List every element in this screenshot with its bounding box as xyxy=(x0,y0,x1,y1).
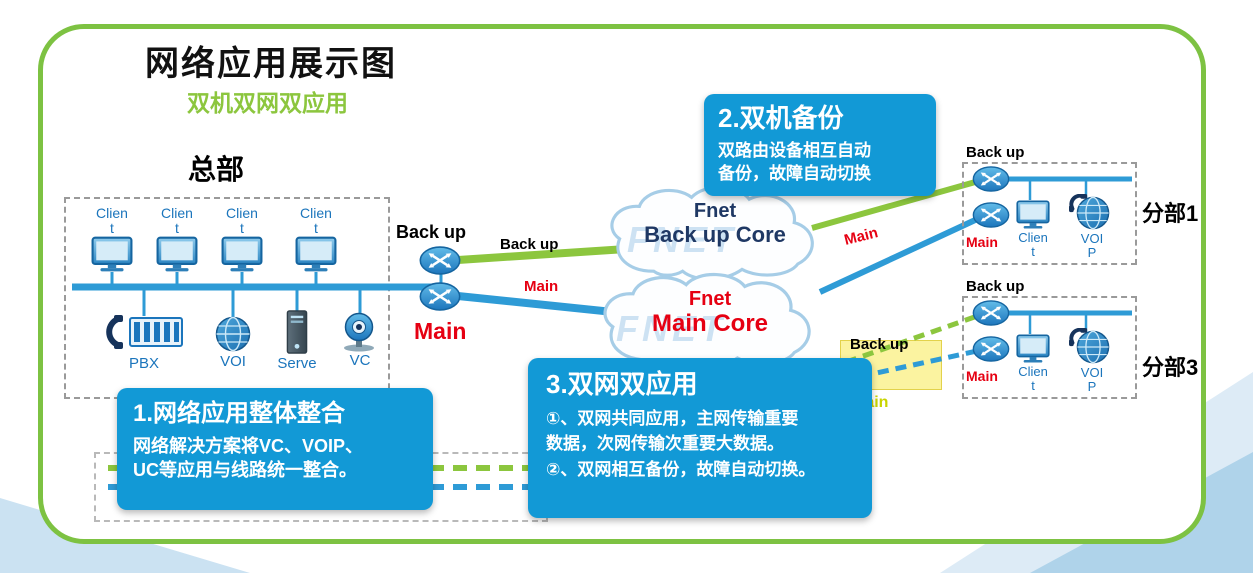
hq-backup-router-label: Back up xyxy=(396,222,467,242)
client-monitor-icon xyxy=(295,236,337,272)
client-monitor-icon xyxy=(1016,200,1050,229)
hq-backup-router-icon xyxy=(419,246,461,275)
voip-label: VOI xyxy=(220,353,246,370)
branch3-main-label: Main xyxy=(966,368,998,384)
client-monitor-icon xyxy=(221,236,263,272)
branch3-backup-line-label: Back up xyxy=(850,336,909,353)
hq-voip: VOI xyxy=(204,316,262,370)
branch1-main-router-icon xyxy=(972,202,1010,228)
client-monitor-icon xyxy=(1016,334,1050,363)
cloud-role: Main Core xyxy=(651,310,768,337)
hq-pbx: PBX xyxy=(98,314,190,372)
hq-main-router-label: Main xyxy=(414,318,467,344)
callout-title: 2.双机备份 xyxy=(718,103,844,133)
pbx-label: PBX xyxy=(128,355,159,372)
pbx-icon xyxy=(104,314,184,354)
handset-icon xyxy=(1069,328,1088,347)
callout-dual-network: 3.双网双应用 ①、双网共同应用，主网传输重要 数据，次网传输次重要大数据。 ②… xyxy=(528,358,872,518)
branch1-main-label: Main xyxy=(966,234,998,250)
callout-body: 双路由设备相互自动 备份，故障自动切换 xyxy=(718,140,871,183)
callout-title: 3.双网双应用 xyxy=(546,369,698,399)
page-title: 网络应用展示图 xyxy=(145,45,397,83)
hq-vc: VC xyxy=(328,312,392,369)
callout-network-integration: 1.网络应用整体整合 网络解决方案将VC、VOIP、 UC等应用与线路统一整合。 xyxy=(117,388,433,510)
branch3-backup-label: Back up xyxy=(966,278,1025,295)
camera-icon xyxy=(338,312,382,352)
branch3-name: 分部3 xyxy=(1142,355,1199,380)
globe-icon xyxy=(215,316,251,352)
backup-core-cloud: FNET Fnet Back up Core xyxy=(593,183,837,291)
callout-body: ①、双网共同应用，主网传输重要 数据，次网传输次重要大数据。 ②、双网相互备份，… xyxy=(546,408,816,479)
vc-label: VC xyxy=(349,352,371,369)
hq-label: 总部 xyxy=(188,154,245,185)
main-line-label: Main xyxy=(524,278,559,295)
branch3-main-router-icon xyxy=(972,336,1010,362)
cloud-name: Fnet xyxy=(688,288,732,310)
server-icon xyxy=(286,310,308,354)
server-label: Serve xyxy=(277,355,317,372)
client-monitor-icon xyxy=(91,236,133,272)
branch1-name: 分部1 xyxy=(1142,201,1199,226)
branch3-backup-router-icon xyxy=(972,300,1010,326)
callout-body: 网络解决方案将VC、VOIP、 UC等应用与线路统一整合。 xyxy=(133,435,364,480)
branch1-backup-router-icon xyxy=(972,166,1010,192)
branch1-backup-label: Back up xyxy=(966,144,1025,161)
callout-dual-router-backup: 2.双机备份 双路由设备相互自动 备份，故障自动切换 xyxy=(704,94,936,196)
hq-main-router-icon xyxy=(419,282,461,311)
handset-icon xyxy=(1069,194,1088,213)
cloud-role: Back up Core xyxy=(644,222,786,247)
backup-line-label: Back up xyxy=(500,236,559,253)
callout-title: 1.网络应用整体整合 xyxy=(133,400,346,427)
main-core-cloud: FNET Fnet Main Core xyxy=(586,270,834,380)
hq-server: Serve xyxy=(268,310,326,372)
page-subtitle: 双机双网双应用 xyxy=(187,90,348,116)
cloud-name: Fnet xyxy=(693,200,737,222)
client-monitor-icon xyxy=(156,236,198,272)
